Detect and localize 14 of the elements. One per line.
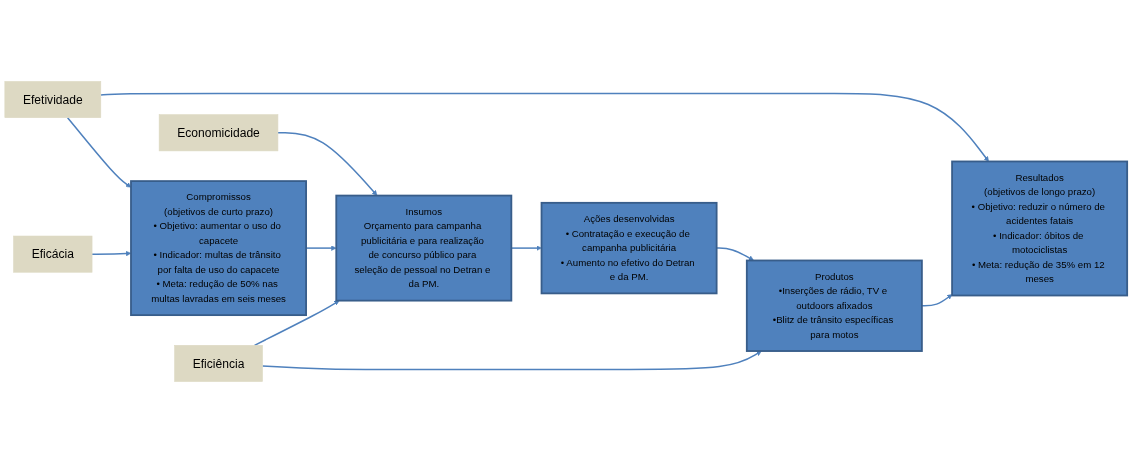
arrow: [921, 294, 953, 307]
node-box: Ações desenvolvidas • Contratação e execução de campanha publicitária • Aumento no efetivo do Detran e da PM.: [540, 201, 718, 295]
node-box: Efetividade: [4, 81, 102, 118]
node-box: Compromissos (objetivos de curto prazo) • Objetivo: aumentar o uso do capacete • Indicador: multas de trânsito por falta de uso do capacete • Meta: redução de 50% nas multas lavradas em seis meses: [130, 180, 307, 317]
node-box: Produtos •Inserções de rádio, TV e outdoors afixados •Blitz de trânsito específicas para motos: [745, 259, 923, 352]
node-box: Eficiência: [174, 345, 263, 382]
arrow: [100, 92, 989, 162]
node-box: Economicidade: [158, 114, 279, 152]
node-box: Insumos Orçamento para campanha publicitária e para realização de concurso público para seleção de pessoal no Detran e da PM.: [335, 194, 513, 302]
arrow: [253, 300, 340, 347]
node-box: Resultados (objetivos de longo prazo) • Objetivo: reduzir o número de acidentes fatais • Indicador: óbitos de motociclistas • Meta: redução de 35% em 12 meses: [951, 160, 1129, 297]
arrow: [261, 350, 762, 371]
node-box: Eficácia: [13, 235, 93, 273]
arrow: [277, 132, 378, 196]
